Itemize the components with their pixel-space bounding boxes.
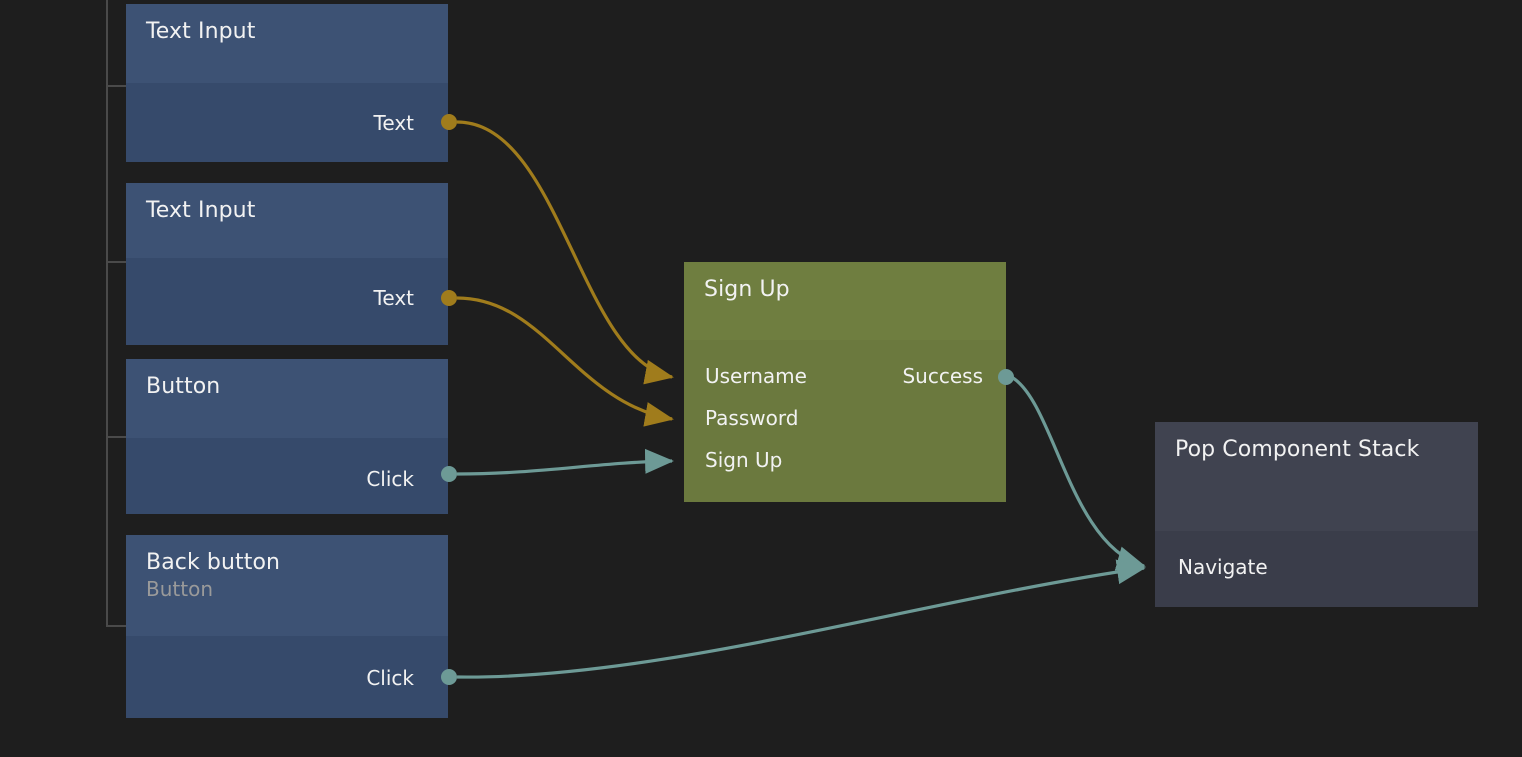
node-header[interactable]: Button [126,359,448,438]
edge-text1-to-username [456,120,674,385]
node-title: Pop Component Stack [1175,437,1420,462]
node-title: Text Input [146,19,256,44]
node-button[interactable]: Button Click [126,359,448,514]
port-label-navigate[interactable]: Navigate [1178,555,1268,579]
port-dot-text-input-2-text[interactable] [441,290,457,306]
port-label-success[interactable]: Success [902,364,983,388]
port-label-password[interactable]: Password [705,406,799,430]
tree-rail [106,0,108,627]
edge-text2-to-password [456,296,674,427]
node-body: Username Password Sign Up Success [684,340,1006,502]
tree-stub-button [106,436,126,438]
node-body: Click [126,636,448,718]
port-dot-button-click[interactable] [441,466,457,482]
node-body: Text [126,258,448,345]
node-text-input-2[interactable]: Text Input Text [126,183,448,345]
tree-stub-back-button [106,625,126,627]
node-body: Navigate [1155,531,1478,607]
node-title: Back button [146,550,281,575]
node-header[interactable]: Back button Button [126,535,448,636]
port-dot-sign-up-success[interactable] [998,369,1014,385]
node-back-button[interactable]: Back button Button Click [126,535,448,718]
node-body: Click [126,438,448,514]
edge-success-to-navigate [1012,376,1146,571]
node-subtitle: Button [146,577,213,602]
port-label-click-output[interactable]: Click [366,666,414,690]
port-label-text-output[interactable]: Text [373,286,414,310]
node-header[interactable]: Text Input [126,4,448,83]
port-label-text-output[interactable]: Text [373,111,414,135]
port-label-username[interactable]: Username [705,364,807,388]
node-header[interactable]: Sign Up [684,262,1006,340]
port-label-sign-up-event[interactable]: Sign Up [705,448,783,472]
node-title: Text Input [146,198,256,223]
node-title: Sign Up [704,277,790,302]
node-pop-component-stack[interactable]: Pop Component Stack Navigate [1155,422,1478,607]
node-body: Text [126,83,448,162]
node-text-input-1[interactable]: Text Input Text [126,4,448,162]
port-label-click-output[interactable]: Click [366,467,414,491]
node-sign-up[interactable]: Sign Up Username Password Sign Up Succes… [684,262,1006,502]
edge-click-to-signup [456,448,674,476]
tree-stub-text-input-2 [106,261,126,263]
tree-stub-text-input-1 [106,85,126,87]
edge-backclick-to-navigate [456,559,1146,679]
node-header[interactable]: Text Input [126,183,448,258]
node-title: Button [146,374,221,399]
node-header[interactable]: Pop Component Stack [1155,422,1478,531]
port-dot-back-button-click[interactable] [441,669,457,685]
port-dot-text-input-1-text[interactable] [441,114,457,130]
